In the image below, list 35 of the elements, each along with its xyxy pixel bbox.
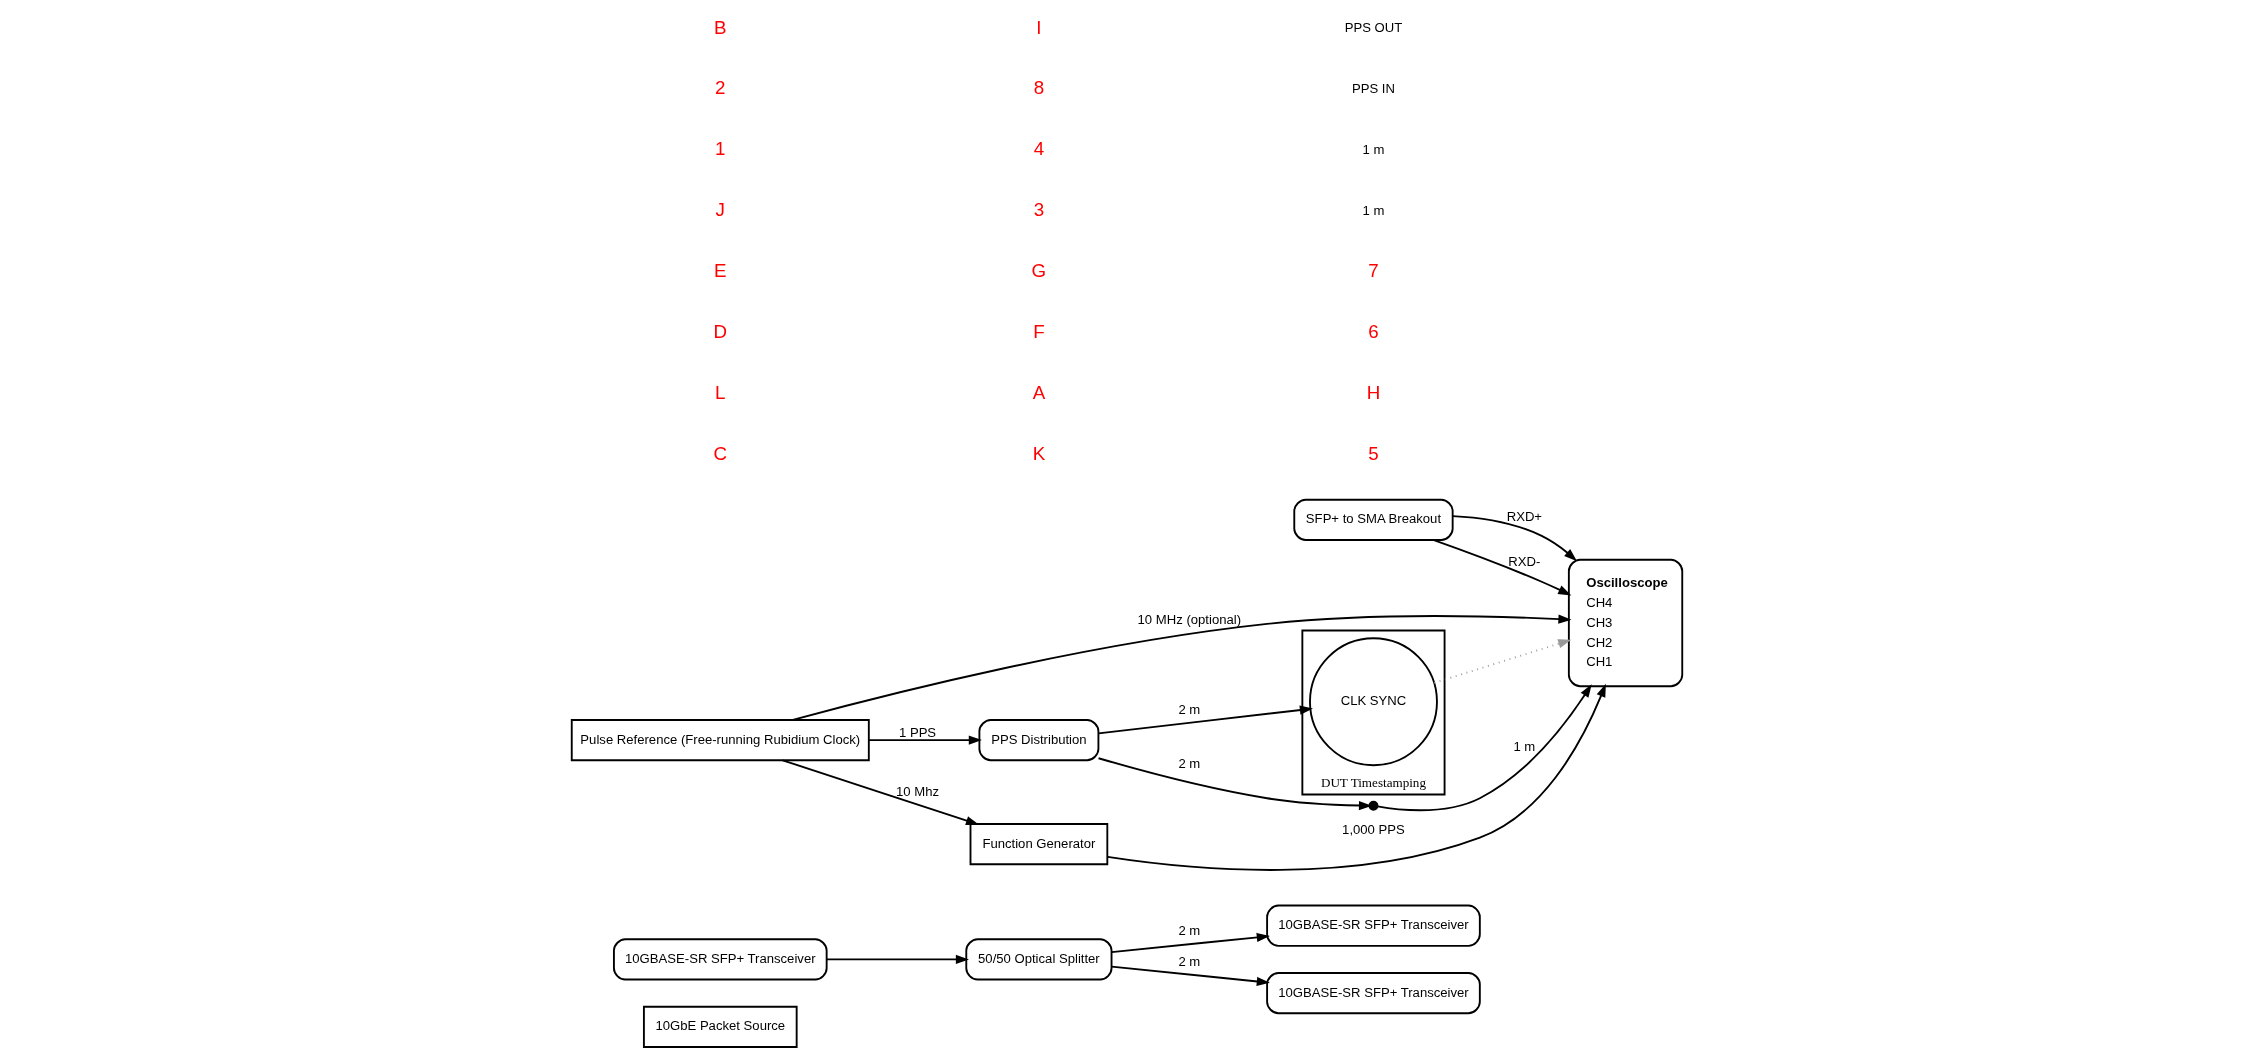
label: A — [1032, 382, 1046, 403]
edge-label: 2 m — [1178, 755, 1201, 771]
label: 6 — [1368, 321, 1379, 343]
edge-label: 2 m — [1178, 702, 1201, 718]
label: D — [713, 321, 728, 343]
label: 1 m — [1362, 203, 1385, 219]
label: G — [1031, 260, 1047, 282]
edge-label: 2 m — [1178, 923, 1201, 939]
edge-label: 1 m — [1513, 738, 1536, 754]
edge-label: RXD- — [1508, 554, 1541, 569]
edge-label: 2 m — [1178, 954, 1201, 970]
edge-label: 1 PPS — [898, 724, 937, 740]
edge-label: 10 MHz (optional) — [1137, 612, 1242, 628]
label: B — [714, 16, 727, 38]
edge-label: 1,000 PPS — [1342, 822, 1405, 838]
label: 3 — [1033, 199, 1045, 221]
label: I — [1036, 16, 1042, 38]
label: 5 — [1368, 442, 1379, 464]
label: L — [715, 382, 726, 403]
label: 4 — [1033, 138, 1045, 160]
label: 2 — [715, 77, 726, 99]
label: 1 — [715, 138, 726, 160]
label: H — [1366, 382, 1381, 403]
label: 8 — [1033, 77, 1045, 99]
label: PPS IN — [1351, 81, 1395, 97]
label: K — [1032, 442, 1046, 464]
label: PPS OUT — [1344, 20, 1403, 36]
edge-label: RXD+ — [1506, 509, 1543, 525]
edge-label: 10 Mhz — [896, 783, 940, 799]
label: C — [713, 442, 728, 464]
label: J — [715, 199, 725, 221]
label: 1 m — [1362, 142, 1385, 158]
label: F — [1033, 321, 1045, 343]
label: E — [714, 260, 727, 282]
label: 7 — [1368, 260, 1379, 282]
